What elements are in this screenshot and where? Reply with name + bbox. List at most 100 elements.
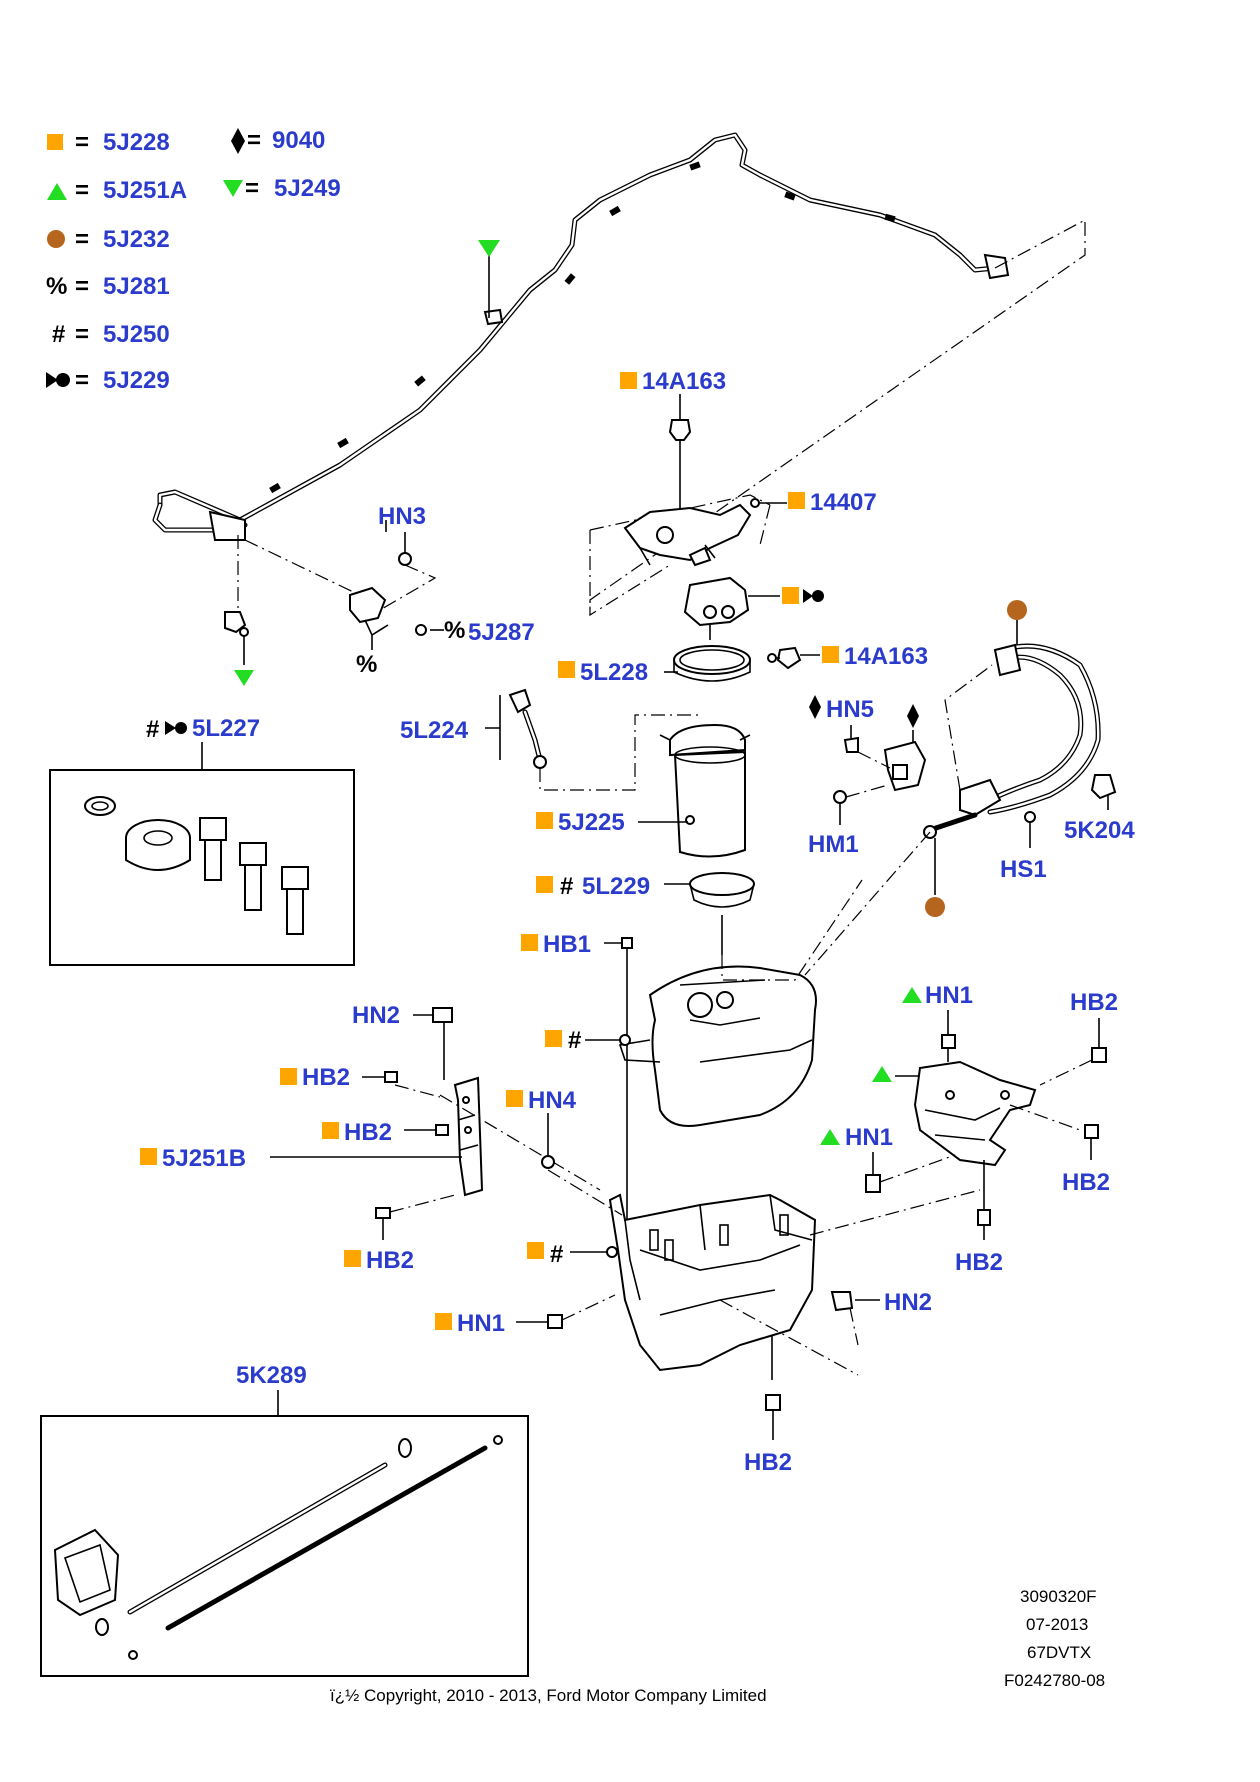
label-5L227: 5L227 <box>192 715 260 742</box>
label-HS1: HS1 <box>1000 856 1047 883</box>
triangle-down-marker <box>478 240 500 257</box>
legend-clip-icon <box>46 372 70 388</box>
bolt-HB2-a <box>384 1071 398 1083</box>
legend-equals: = <box>245 175 259 202</box>
legend-diamond-code: 9040 <box>272 127 325 154</box>
legend-triangle-down-icon <box>223 180 243 197</box>
label-5K289: 5K289 <box>236 1362 307 1389</box>
kit-box-5K289 <box>40 1415 529 1677</box>
triangle-up-marker <box>872 1066 892 1082</box>
footer-code-1: 3090320F <box>1020 1587 1097 1606</box>
legend: = 5J228 = 9040 = 5J251A = 5J249 = 5J232 … <box>46 127 341 394</box>
square-marker <box>435 1313 452 1330</box>
kit-5K289-parts <box>53 1435 503 1660</box>
triangle-up-marker <box>902 987 922 1003</box>
kit-box-5L227 <box>49 769 355 966</box>
label-5L224: 5L224 <box>400 717 469 744</box>
square-marker <box>322 1122 339 1139</box>
label-5J287: 5J287 <box>468 619 535 646</box>
kit-5L227-parts <box>84 796 309 935</box>
bolt-HB2-right-mid <box>1084 1124 1099 1139</box>
dot-marker <box>1007 600 1027 620</box>
legend-equals: = <box>75 129 89 156</box>
hose-5L224 <box>508 688 547 769</box>
sender-unit-5J225 <box>659 723 751 858</box>
legend-diamond-icon <box>231 128 245 154</box>
square-marker <box>782 587 799 604</box>
dot-marker <box>925 897 945 917</box>
triangle-up-marker <box>820 1129 840 1145</box>
legend-triangle-down-code: 5J249 <box>274 175 341 202</box>
square-marker <box>344 1250 361 1267</box>
legend-square-code: 5J228 <box>103 129 170 156</box>
square-marker <box>140 1148 157 1165</box>
label-HN5: HN5 <box>826 696 874 723</box>
label-5L229: 5L229 <box>582 873 650 900</box>
label-HB2-c: HB2 <box>366 1247 414 1274</box>
square-marker <box>521 934 538 951</box>
label-HN2-right: HN2 <box>884 1289 932 1316</box>
legend-square-icon <box>47 134 63 150</box>
square-marker <box>545 1030 562 1047</box>
legend-equals: = <box>75 226 89 253</box>
legend-triangle-up-icon <box>47 183 67 200</box>
bracket-5J251B <box>453 1076 484 1197</box>
clip-marker-icon <box>165 721 187 735</box>
legend-percent-symbol: % <box>46 273 67 300</box>
label-5J225: 5J225 <box>558 809 625 836</box>
footer-copyright: ï¿½ Copyright, 2010 - 2013, Ford Motor C… <box>330 1686 767 1705</box>
label-HB2-b: HB2 <box>344 1119 392 1146</box>
label-14A163-top: 14A163 <box>642 368 726 395</box>
fastener-14A163-mid <box>767 646 802 670</box>
square-marker <box>620 372 637 389</box>
tank-shield-tray <box>608 1193 817 1372</box>
label-HN1-bottom: HN1 <box>457 1310 505 1337</box>
label-HB2-bottom: HB2 <box>744 1449 792 1476</box>
label-5L228: 5L228 <box>580 659 648 686</box>
fuel-line-clip-bracket <box>349 586 387 624</box>
bolt-HB2-c <box>375 1207 391 1219</box>
seal-5L229 <box>689 872 755 908</box>
square-marker <box>788 492 805 509</box>
fuel-line-assembly <box>152 132 1010 541</box>
label-HN3: HN3 <box>378 503 426 530</box>
diamond-marker <box>907 704 919 728</box>
legend-equals: = <box>75 321 89 348</box>
nut-HN1-mid <box>865 1174 881 1193</box>
bolt-HB2-b <box>435 1124 449 1136</box>
label-HN2-left: HN2 <box>352 1002 400 1029</box>
legend-equals: = <box>75 177 89 204</box>
fuel-line-clips <box>269 161 896 494</box>
fuel-line-end-connector <box>983 253 1010 280</box>
clip-HN2-right <box>830 1291 854 1312</box>
locking-ring-5L228 <box>673 645 751 682</box>
square-marker <box>536 876 553 893</box>
pressure-sensor-HN5 <box>833 725 927 825</box>
square-marker <box>506 1090 523 1107</box>
square-marker <box>822 646 839 663</box>
legend-hash-code: 5J250 <box>103 321 170 348</box>
return-hose-5K204 <box>923 643 1117 839</box>
mounting-bracket-right <box>913 1060 1037 1167</box>
footer-code-2: 07-2013 <box>1026 1615 1088 1634</box>
bolt-HB1 <box>621 937 633 949</box>
square-marker <box>527 1242 544 1259</box>
clip-marker-icon <box>803 589 824 603</box>
label-percent-under: % <box>356 651 377 678</box>
label-HM1: HM1 <box>808 831 859 858</box>
label-hash-5L227: # <box>146 716 159 743</box>
label-HB2-right-mid: HB2 <box>1062 1169 1110 1196</box>
label-14A163-mid: 14A163 <box>844 643 928 670</box>
legend-equals: = <box>75 367 89 394</box>
clip-HN2-left <box>432 1007 453 1023</box>
label-HN1-green-top: HN1 <box>925 982 973 1009</box>
label-HB2-right-top: HB2 <box>1070 989 1118 1016</box>
label-5J251B: 5J251B <box>162 1145 246 1172</box>
nut-HN1-bottom <box>547 1314 563 1329</box>
footer-code-3: 67DVTX <box>1027 1643 1091 1662</box>
label-5K204: 5K204 <box>1064 817 1135 844</box>
fuel-line-drop-clip <box>224 611 254 686</box>
label-percent-5J287: % <box>444 617 465 644</box>
square-marker <box>558 661 575 678</box>
